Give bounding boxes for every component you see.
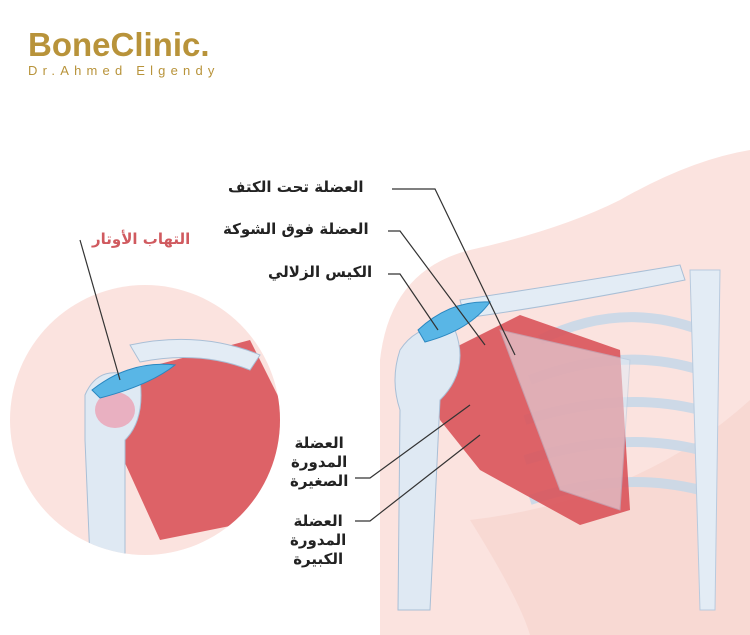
label-teres-major: العضلة المدورة الكبيرة — [290, 512, 346, 569]
leader-lines — [79, 188, 516, 522]
spine — [689, 269, 721, 611]
body-shade — [470, 400, 750, 635]
scapula — [499, 329, 631, 511]
logo-doctor: Dr.Ahmed Elgendy — [28, 63, 220, 78]
label-bursa: الكيس الزلالي — [268, 263, 373, 281]
inset-bursa — [91, 363, 177, 399]
clavicle — [459, 264, 686, 319]
label-teres-minor-line2: المدورة — [291, 453, 348, 471]
logo: BoneClinic. Dr.Ahmed Elgendy — [28, 26, 220, 79]
label-supraspinatus: العضلة فوق الشوكة — [223, 220, 369, 238]
label-teres-minor: العضلة المدورة الصغيرة — [290, 434, 348, 491]
label-teres-minor-line3: الصغيرة — [290, 472, 349, 490]
label-teres-minor-line1: العضلة — [294, 434, 344, 452]
label-teres-major-line1: العضلة — [293, 512, 343, 530]
inset-muscles — [100, 340, 280, 540]
label-teres-major-line3: الكبيرة — [293, 550, 344, 568]
label-teres-major-line2: المدورة — [290, 531, 347, 549]
logo-brand: BoneClinic. — [28, 26, 210, 63]
inset-acromion — [129, 338, 261, 371]
label-subscapularis: العضلة تحت الكتف — [228, 178, 364, 196]
label-tendinitis: التهاب الأوتار — [92, 230, 191, 248]
inflammation — [95, 392, 135, 428]
